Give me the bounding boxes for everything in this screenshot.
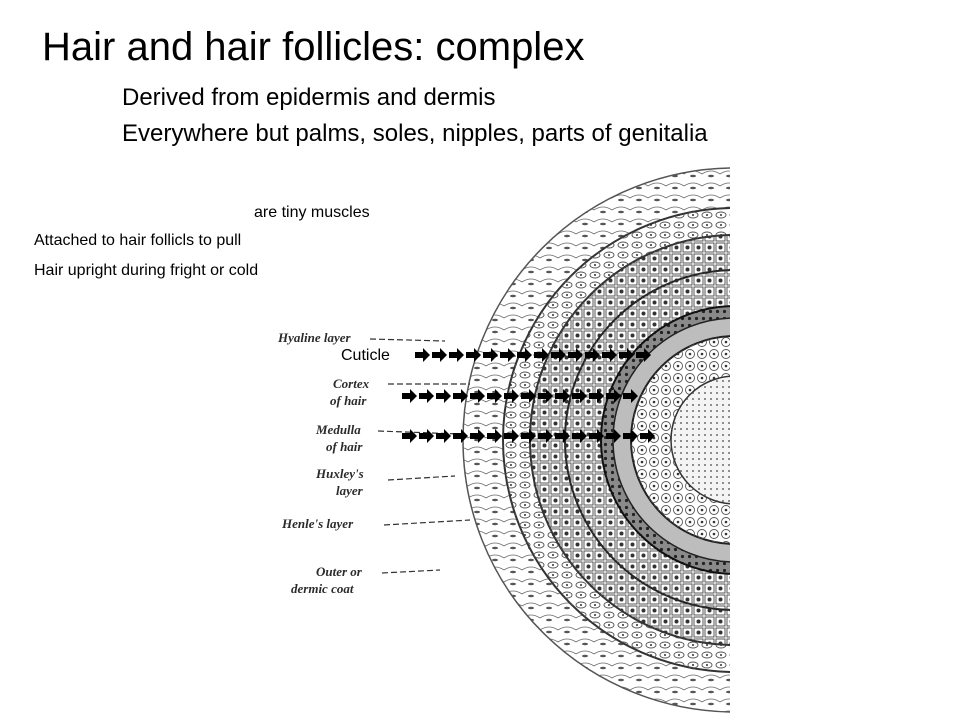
arrow-icon bbox=[432, 348, 447, 362]
bullet-everywhere: Everywhere but palms, soles, nipples, pa… bbox=[122, 120, 708, 147]
arrow-icon bbox=[402, 429, 417, 443]
label-outer-2: dermic coat bbox=[291, 581, 354, 596]
arrow-icon bbox=[521, 389, 536, 403]
arrow-icon bbox=[589, 429, 604, 443]
arrow-icon bbox=[602, 348, 617, 362]
label-medulla-1: Medulla bbox=[315, 422, 361, 437]
arrow-icon bbox=[419, 429, 434, 443]
arrow-icon bbox=[606, 429, 621, 443]
label-huxley-2: layer bbox=[336, 483, 364, 498]
arrow-icon bbox=[517, 348, 532, 362]
note-attached: Attached to hair follicls to pull bbox=[34, 232, 242, 249]
label-cortex-2: of hair bbox=[330, 393, 367, 408]
arrow-icon bbox=[415, 348, 430, 362]
arrow-icon bbox=[589, 389, 604, 403]
leader-lines bbox=[369, 338, 471, 574]
arrow-icon bbox=[538, 429, 553, 443]
arrow-icon bbox=[449, 348, 464, 362]
arrow-icon bbox=[419, 389, 434, 403]
arrow-rows bbox=[402, 348, 655, 443]
label-hyaline: Hyaline layer bbox=[277, 330, 352, 345]
arrow-icon bbox=[568, 348, 583, 362]
arrow-icon bbox=[436, 429, 451, 443]
arrow-icon bbox=[521, 429, 536, 443]
arrow-icon bbox=[453, 429, 468, 443]
arrow-icon bbox=[487, 429, 502, 443]
arrow-icon bbox=[619, 348, 634, 362]
arrow-icon bbox=[623, 389, 638, 403]
arrow-icon bbox=[640, 429, 655, 443]
arrow-icon bbox=[470, 429, 485, 443]
arrow-icon bbox=[606, 389, 621, 403]
figure-labels: Hyaline layer Cortex of hair Medulla of … bbox=[277, 330, 370, 596]
arrow-icon bbox=[487, 389, 502, 403]
arrow-icon bbox=[500, 348, 515, 362]
arrow-icon bbox=[551, 348, 566, 362]
arrow-icon bbox=[623, 429, 638, 443]
arrow-icon bbox=[555, 389, 570, 403]
arrow-icon bbox=[436, 389, 451, 403]
cuticle-label: Cuticle bbox=[341, 347, 390, 364]
arrow-icon bbox=[483, 348, 498, 362]
label-medulla-2: of hair bbox=[326, 439, 363, 454]
arrow-icon bbox=[585, 348, 600, 362]
arrow-icon bbox=[402, 389, 417, 403]
arrow-icon bbox=[572, 429, 587, 443]
slide-title: Hair and hair follicles: complex bbox=[42, 25, 585, 69]
arrow-icon bbox=[504, 429, 519, 443]
arrow-icon bbox=[555, 429, 570, 443]
note-upright: Hair upright during fright or cold bbox=[34, 262, 259, 279]
follicle-rings bbox=[462, 167, 730, 713]
arrow-icon bbox=[504, 389, 519, 403]
label-outer-1: Outer or bbox=[316, 564, 363, 579]
arrow-icon bbox=[572, 389, 587, 403]
arrow-icon bbox=[538, 389, 553, 403]
label-henle: Henle's layer bbox=[281, 516, 354, 531]
label-huxley-1: Huxley's bbox=[315, 466, 364, 481]
arrow-icon bbox=[466, 348, 481, 362]
arrow-icon bbox=[453, 389, 468, 403]
arrow-icon bbox=[470, 389, 485, 403]
arrow-icon bbox=[636, 348, 651, 362]
label-cortex-1: Cortex bbox=[333, 376, 370, 391]
bullet-derived: Derived from epidermis and dermis bbox=[122, 84, 496, 111]
note-tiny-muscles: are tiny muscles bbox=[254, 204, 370, 221]
arrow-icon bbox=[534, 348, 549, 362]
